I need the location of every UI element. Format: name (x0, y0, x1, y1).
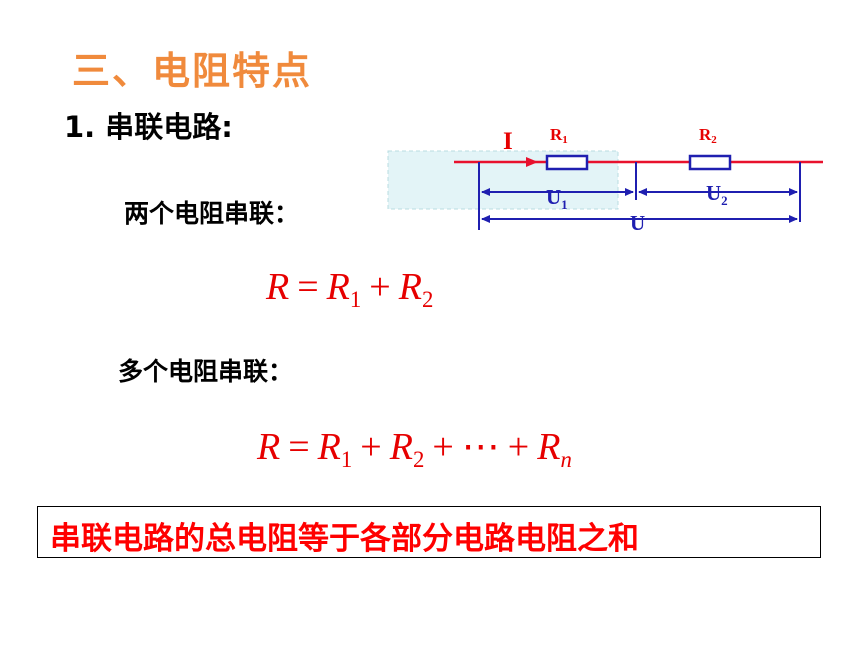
u2-label: U2 (706, 181, 728, 208)
current-arrow-icon (526, 157, 538, 167)
conclusion-text: 串联电路的总电阻等于各部分电路电阻之和 (50, 521, 639, 557)
r2-label: R2 (699, 125, 717, 146)
dimension-arrowheads (481, 188, 798, 223)
slide-title: 三、电阻特点 (72, 49, 313, 93)
section-heading: 1. 串联电路: (64, 110, 233, 144)
formula-operator: + (369, 266, 391, 308)
resistor-r1 (545, 154, 589, 171)
formula-subscript: 2 (412, 446, 425, 472)
formula-operator: + (360, 426, 382, 468)
series-circuit-diagram: I R1 R2 U1 U2 U (387, 125, 823, 235)
formula-subscript: 1 (349, 286, 362, 312)
formula-symbol: R (398, 266, 422, 308)
multiple-resistors-label: 多个电阻串联： (118, 357, 294, 386)
current-label: I (503, 128, 513, 155)
resistor-r2 (688, 154, 732, 171)
two-resistors-label: 两个电阻串联： (124, 199, 300, 228)
conclusion-box: 串联电路的总电阻等于各部分电路电阻之和 (37, 506, 821, 558)
formula-multi-series: R=R1+R2+⋯+Rn (257, 426, 572, 471)
u1-label: U1 (546, 185, 568, 212)
r1-label: R1 (550, 125, 568, 146)
formula-symbol: R (266, 266, 290, 308)
formula-subscript: 1 (340, 446, 353, 472)
u-label: U (630, 211, 645, 235)
formula-operator: + (432, 426, 454, 468)
formula-symbol: R (389, 426, 413, 468)
formula-two-series: R=R1+R2 (266, 266, 433, 311)
formula-symbol: R (537, 426, 561, 468)
formula-operator: = (297, 266, 319, 308)
formula-symbol: R (257, 426, 281, 468)
formula-symbol: R (317, 426, 341, 468)
formula-operator: = (288, 426, 310, 468)
formula-symbol: R (326, 266, 350, 308)
voltage-dimension-lines (478, 162, 801, 230)
formula-subscript: 2 (421, 286, 434, 312)
formula-ellipsis: ⋯ (461, 426, 500, 468)
formula-subscript: n (560, 446, 572, 472)
formula-operator: + (507, 426, 530, 468)
